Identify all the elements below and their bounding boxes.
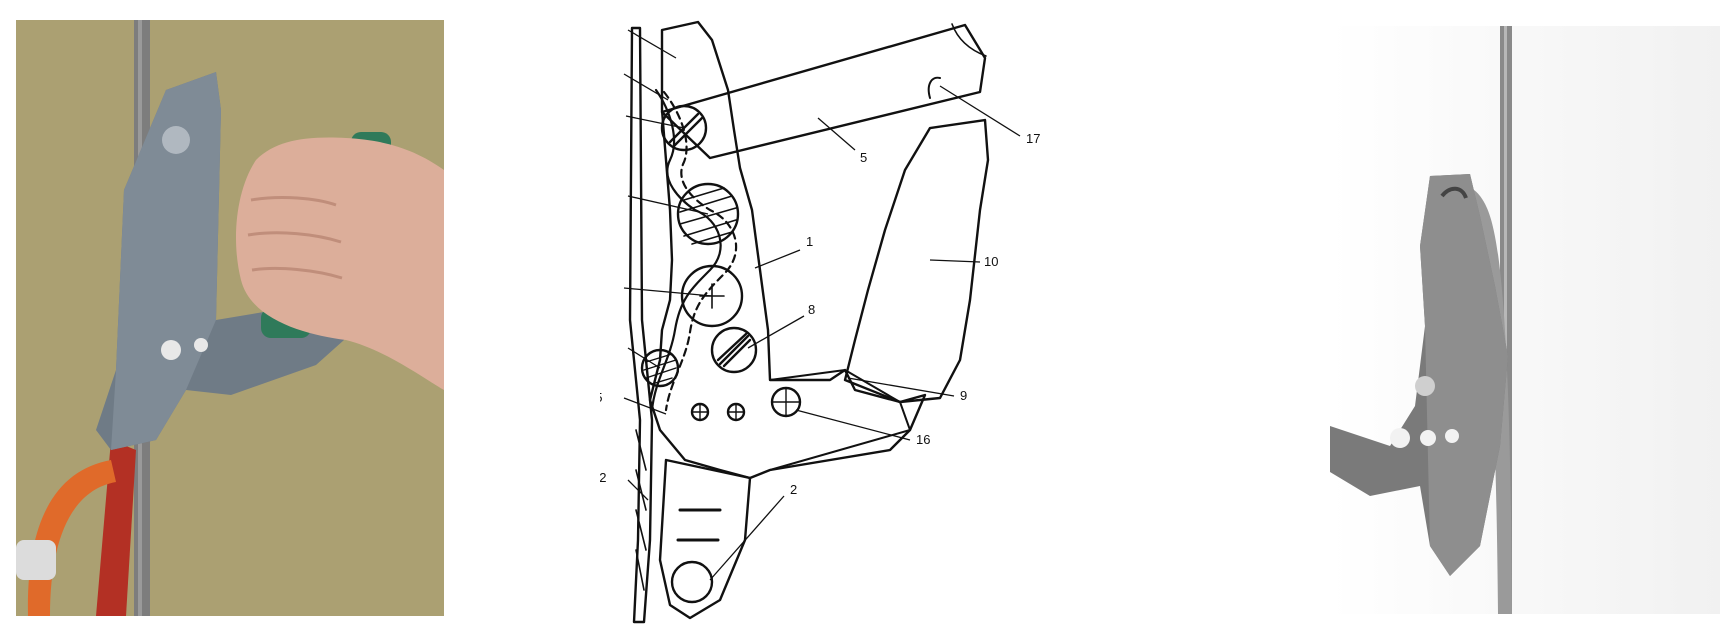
roller-14	[680, 264, 744, 328]
callout-5: 5	[860, 150, 867, 165]
right-photo-graphic	[1240, 26, 1720, 614]
right-photo	[1240, 26, 1720, 614]
handle	[843, 118, 990, 404]
callout-9: 9	[960, 388, 967, 403]
roller-7	[640, 348, 680, 388]
roller-6	[676, 182, 740, 246]
callout-1: 1	[806, 234, 813, 249]
callout-8: 8	[808, 302, 815, 317]
left-photo-graphic	[16, 20, 444, 616]
hand	[236, 137, 444, 390]
callout-16: 16	[916, 432, 930, 447]
leader-lines	[623, 29, 1021, 581]
hole-2	[670, 560, 714, 604]
tail-plate	[658, 458, 752, 620]
body-plate	[648, 20, 927, 480]
callout-12: 12	[600, 470, 606, 485]
axle-8	[710, 326, 758, 374]
lever-arm	[660, 23, 987, 160]
photo-background	[1330, 26, 1720, 614]
rope-outline	[628, 26, 654, 624]
red-rope	[96, 440, 136, 616]
technical-diagram: 13 3 4 6 14 7 15 12 5 17 1 10 8 9 16 2	[576, 0, 1160, 632]
axle-4	[660, 104, 708, 152]
left-photo	[16, 20, 444, 616]
callout-15: 15	[600, 390, 602, 405]
callout-10: 10	[984, 254, 998, 269]
callout-2: 2	[790, 482, 797, 497]
callout-17: 17	[1026, 131, 1040, 146]
diagram-graphic: 13 3 4 6 14 7 15 12 5 17 1 10 8 9 16 2	[576, 20, 1040, 624]
